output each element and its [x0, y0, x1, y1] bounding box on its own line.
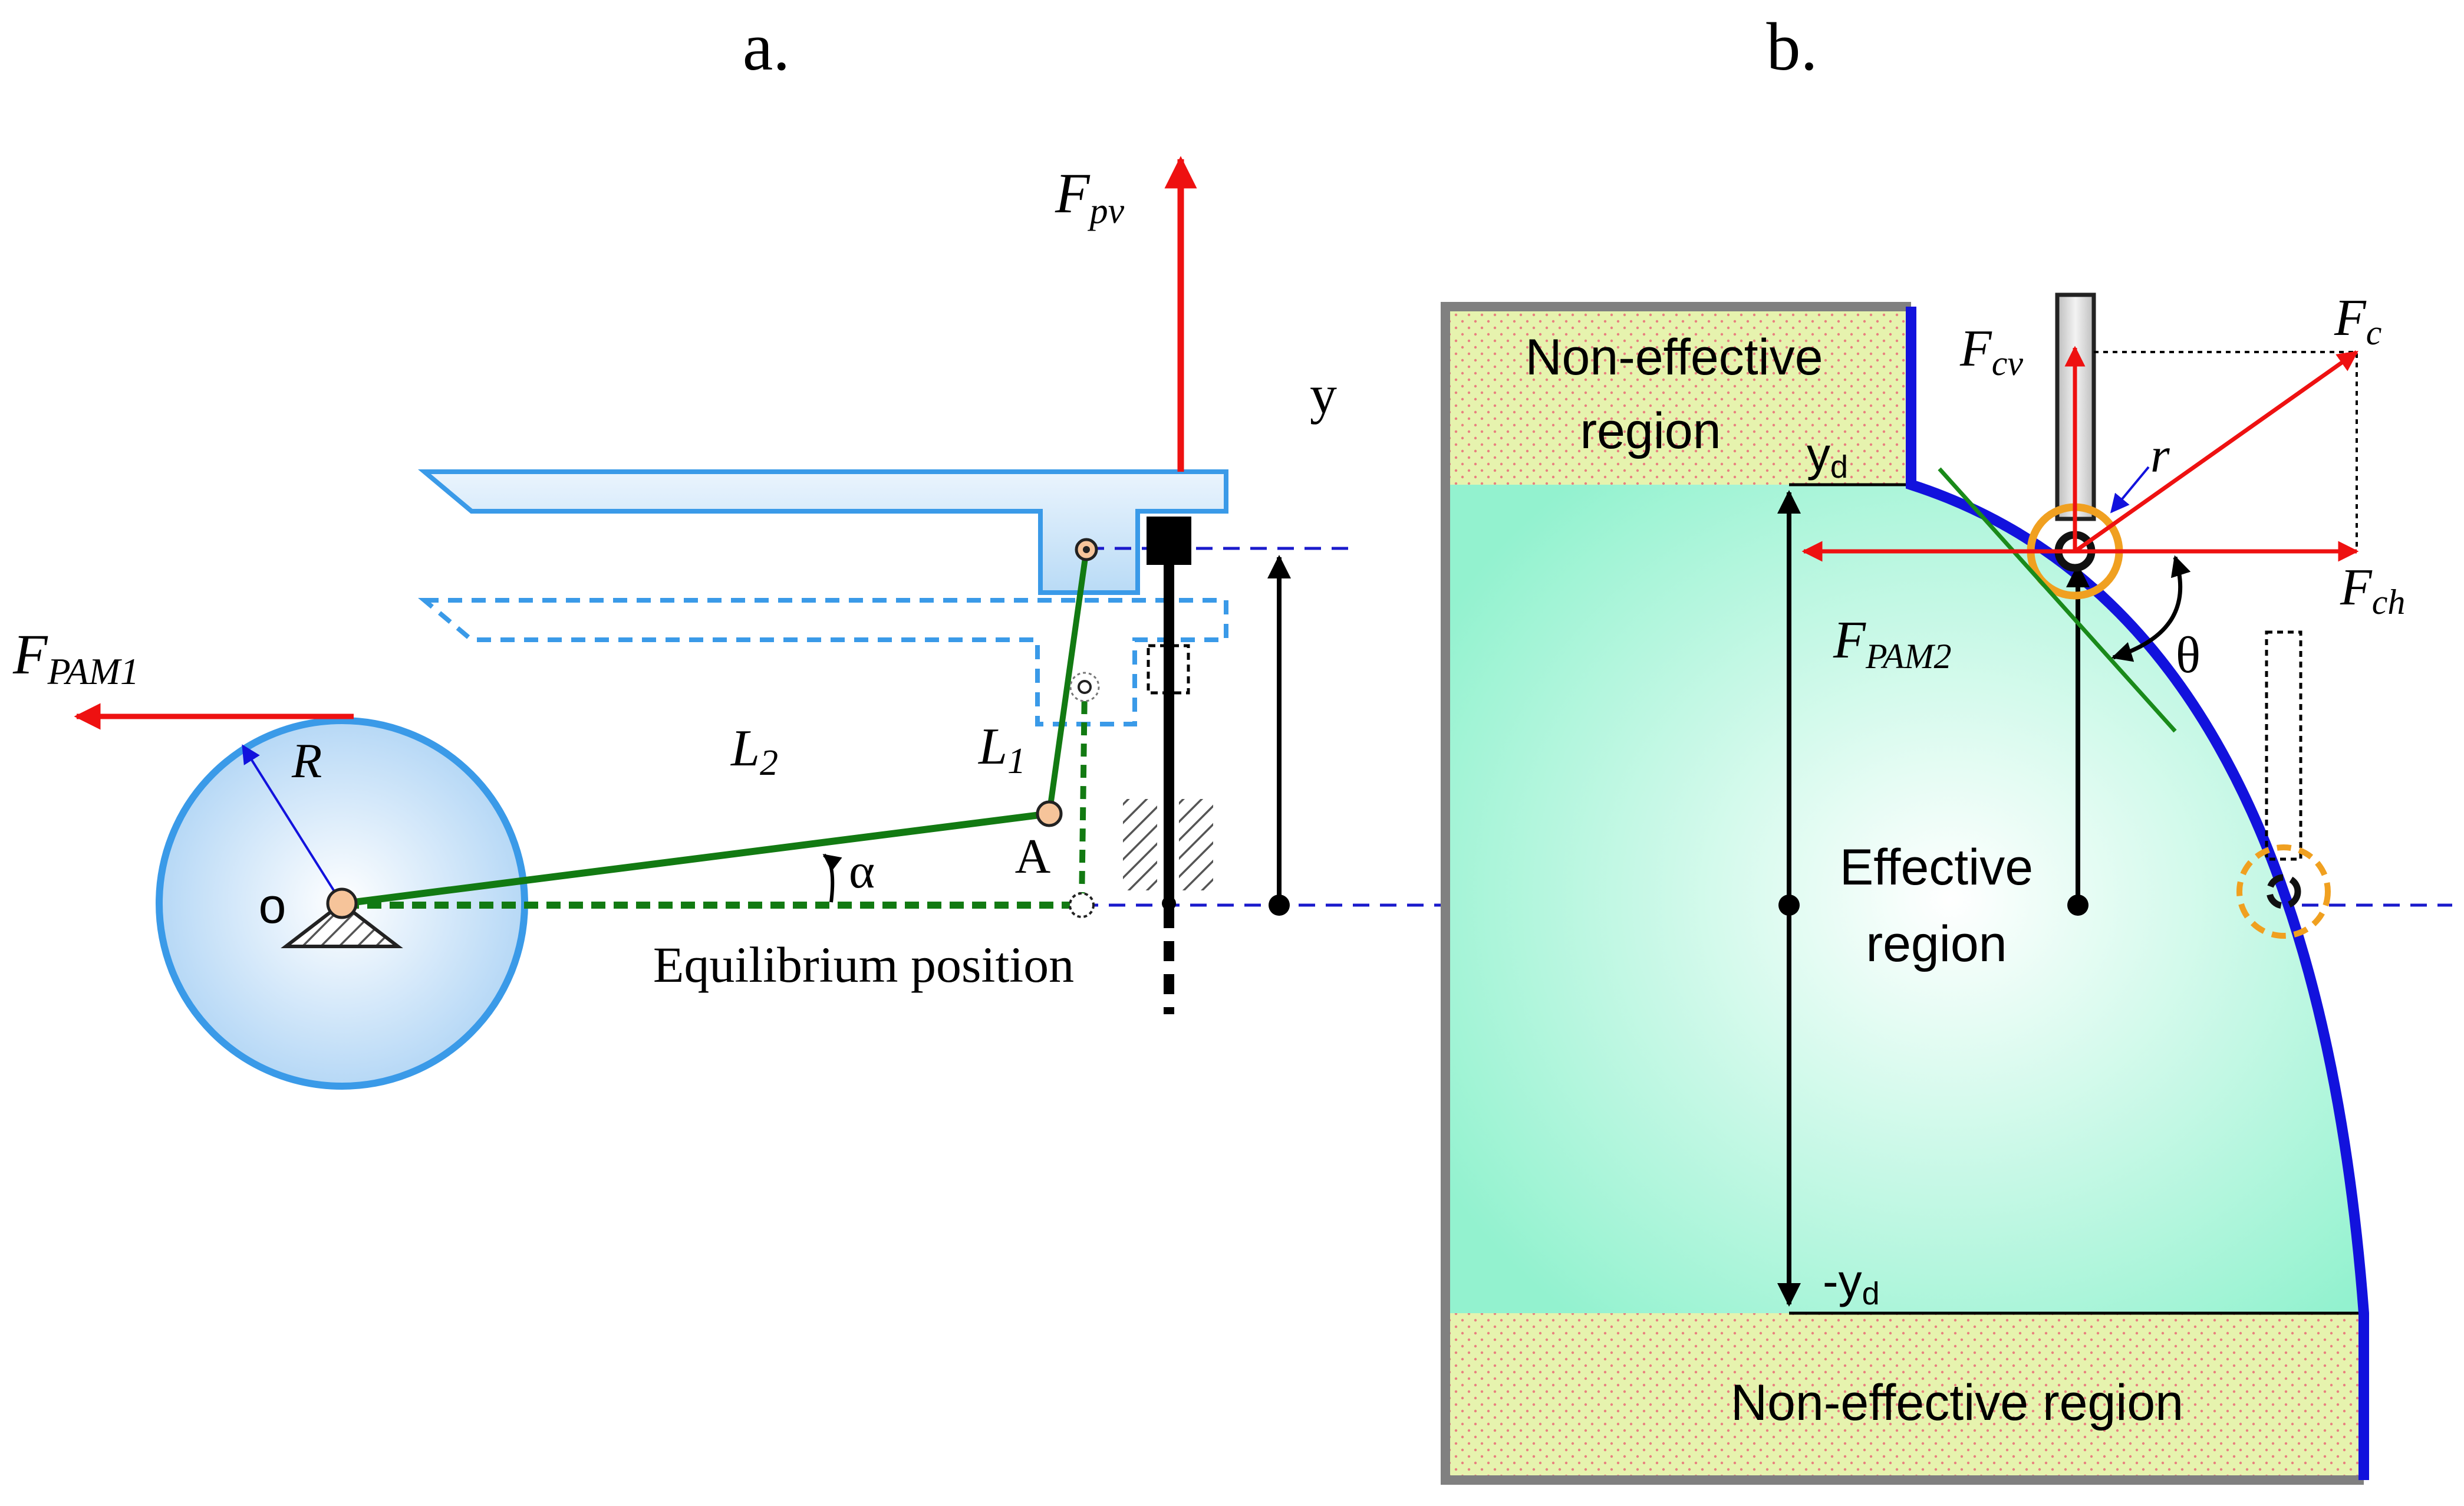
bottom-non-effective-region — [1445, 1313, 2364, 1480]
neg-yd-label: -yd — [1823, 1255, 1880, 1311]
force-c-arrow — [2073, 350, 2358, 553]
force-decomposition-box — [2094, 351, 2358, 551]
force-pv-label: Fpv — [1055, 162, 1125, 231]
equilibrium-joint-lower — [1069, 892, 1095, 918]
theta-arc — [2111, 555, 2191, 662]
slider-block — [1147, 517, 1191, 565]
link-l1-label: L1 — [977, 718, 1026, 781]
follower-rod-equilibrium — [2265, 630, 2302, 861]
force-ch-label: Fch — [2340, 559, 2405, 622]
panel-b-label: b. — [1767, 9, 1818, 85]
roller-hub-equilibrium — [2266, 874, 2301, 909]
panel-a-label: a. — [743, 9, 790, 85]
equilibrium-joint-upper-core — [1078, 680, 1092, 694]
plate-equilibrium-outline — [417, 598, 1228, 726]
effective-line2: region — [1866, 916, 2007, 972]
top-region-line1: Non-effective — [1525, 329, 1823, 386]
equilibrium-label: Equilibrium position — [653, 936, 1074, 993]
pivot-joint — [326, 887, 358, 919]
cam-frame — [1441, 302, 2364, 1485]
cam-profile — [1906, 307, 2369, 1480]
top-region-line2: region — [1580, 403, 1721, 459]
force-pam2-base-dot — [2067, 895, 2089, 916]
top-non-effective-region — [1445, 307, 1911, 485]
force-pam2-label: FPAM2 — [1833, 611, 1952, 676]
roller-radius-label: r — [2150, 428, 2170, 483]
panel-b: b. Non-effective region Non-effective re… — [1441, 9, 2405, 1485]
theta-label: θ — [2176, 627, 2201, 684]
moving-plate — [417, 469, 1228, 595]
effective-region — [1445, 485, 2364, 1313]
alpha-label: α — [849, 844, 875, 899]
radius-line — [242, 744, 343, 905]
radius-label: R — [291, 734, 322, 788]
effective-line1: Effective — [1840, 839, 2033, 896]
alpha-arc — [822, 853, 842, 903]
link-l2-label: L2 — [730, 720, 778, 783]
joint-a-label: A — [1015, 829, 1051, 884]
force-cv-label: Fcv — [1959, 320, 2023, 383]
link-l1-equilibrium — [1079, 686, 1088, 906]
roller-radius-arrow — [2110, 466, 2150, 514]
link-l1 — [1046, 549, 1089, 814]
pivot-support — [281, 901, 403, 948]
panel-a: a. R FPAM1 o α A — [12, 9, 2452, 1090]
joint-a — [1036, 800, 1063, 827]
rod-end-dot — [1162, 896, 1176, 910]
force-c-label: Fc — [2334, 290, 2381, 352]
guide-left — [1123, 799, 1157, 890]
guide-right — [1179, 799, 1213, 890]
link-l2 — [344, 810, 1050, 907]
range-center-dot — [1778, 895, 1800, 916]
bottom-region-label: Non-effective region — [1731, 1375, 2183, 1431]
displacement-base-dot — [1269, 895, 1290, 916]
roller-equilibrium — [2236, 844, 2331, 939]
pivot-label: o — [259, 878, 286, 933]
force-pam1-label: FPAM1 — [12, 623, 139, 692]
tangent-line — [1938, 467, 2177, 733]
yd-label: yd — [1807, 428, 1848, 485]
displacement-label: y — [1310, 364, 1337, 425]
upper-joint-center — [1083, 546, 1090, 553]
